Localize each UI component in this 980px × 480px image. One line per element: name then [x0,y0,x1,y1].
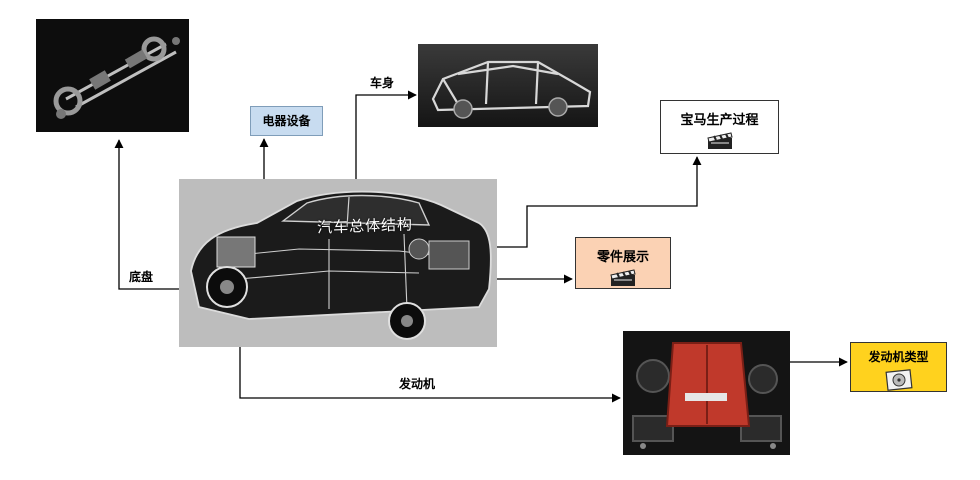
label-chassis: 底盘 [129,270,154,284]
engine-image [623,331,790,455]
label-engine: 发动机 [399,377,436,391]
bmw-production-label: 宝马生产过程 [680,113,759,128]
chassis-image [36,19,189,132]
car-body-image [418,44,598,127]
car-structure-title: 汽车总体结构 [316,215,414,237]
dvd-icon[interactable] [884,369,913,391]
car-cutaway-image: 汽车总体结构 [179,179,497,347]
label-body: 车身 [370,76,395,90]
electrical-equipment-box[interactable]: 电器设备 [250,106,323,136]
engine-types-box[interactable]: 发动机类型 [850,342,947,392]
electrical-equipment-label: 电器设备 [262,114,311,128]
engine-types-label: 发动机类型 [868,350,929,364]
arrow-bmw [492,156,702,248]
clapperboard-icon[interactable] [706,132,733,150]
parts-display-label: 零件展示 [596,250,649,265]
parts-display-box[interactable]: 零件展示 [575,237,671,289]
bmw-production-box[interactable]: 宝马生产过程 [660,100,779,154]
clapperboard-icon[interactable] [610,269,636,287]
